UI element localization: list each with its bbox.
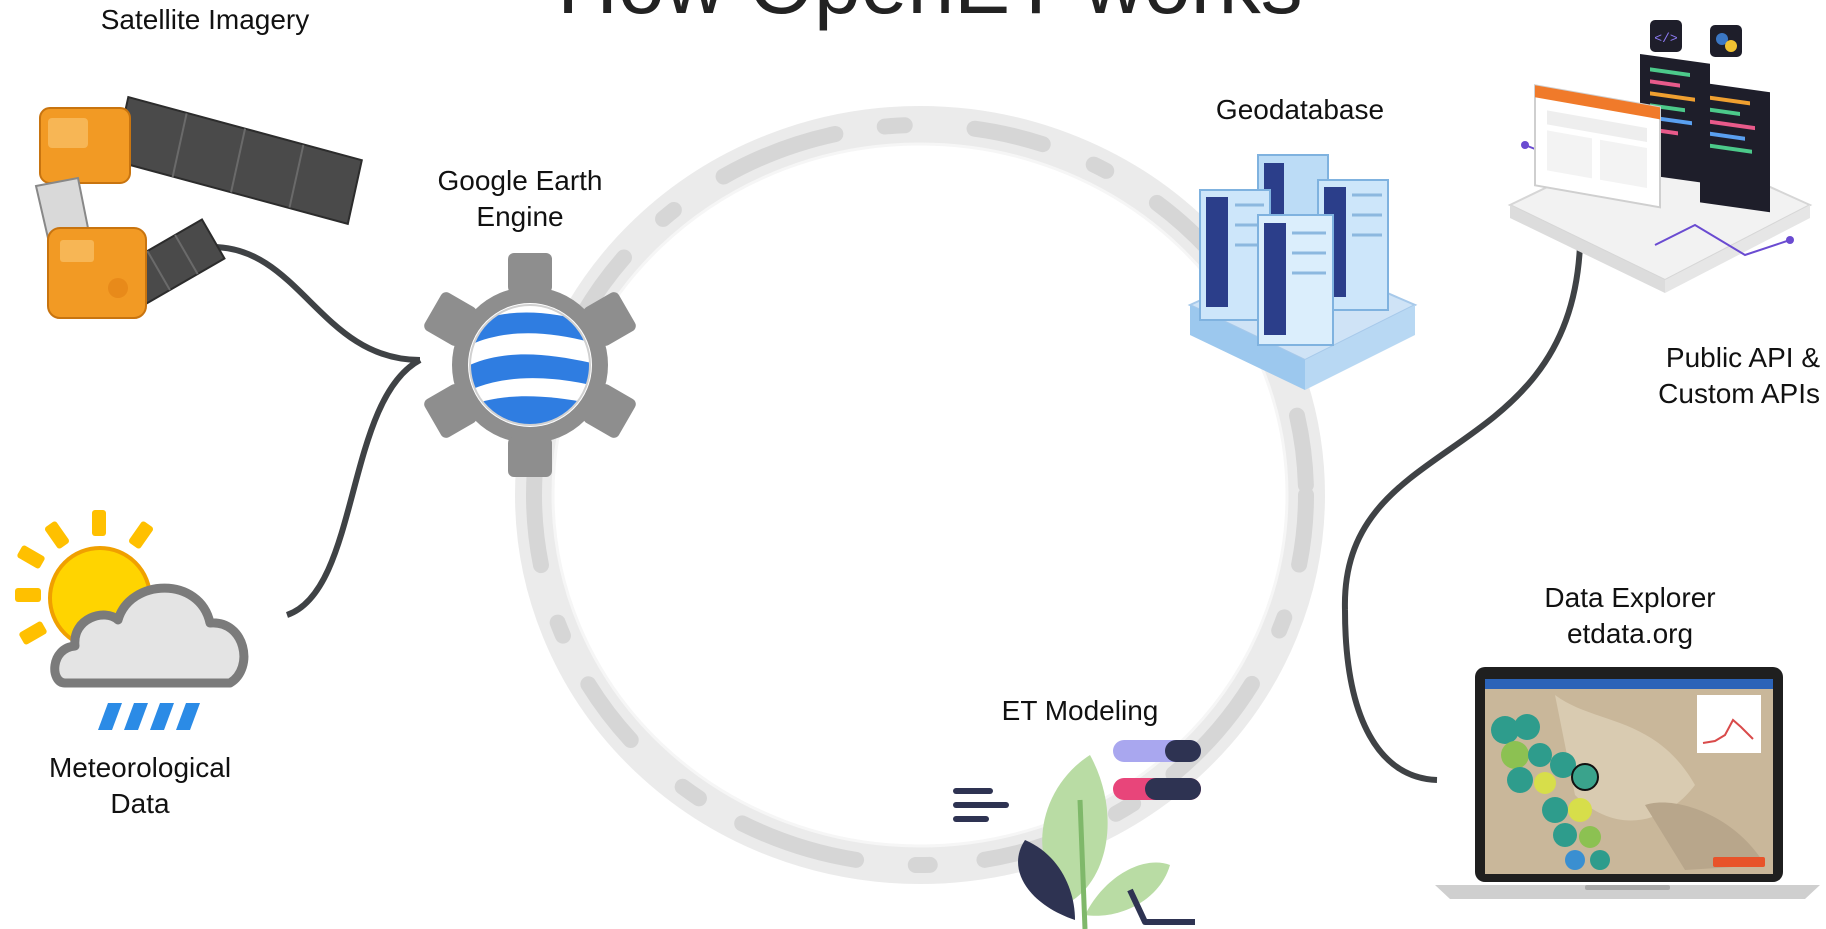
- earth-engine-label: Google Earth Engine: [395, 163, 645, 236]
- meteorological-label: Meteorological Data: [10, 750, 270, 823]
- data-explorer-label-line1: Data Explorer: [1544, 582, 1716, 613]
- diagram-title: How OpenET works: [470, 0, 1390, 26]
- earth-engine-label-line2: Engine: [476, 201, 564, 233]
- et-modeling-plant-icon: [953, 740, 1201, 929]
- api-code-windows-icon: </>: [1507, 20, 1813, 293]
- et-modeling-label: ET Modeling: [1001, 695, 1159, 726]
- meteorological-label-line1: Meteorological: [48, 752, 232, 783]
- satellite-icon: [34, 95, 363, 319]
- geodatabase-servers-icon: [1187, 154, 1418, 390]
- weather-cloud-sun-rain-icon: [15, 510, 249, 730]
- data-explorer-label: Data Explorer etdata.org: [1500, 580, 1760, 653]
- meteorological-label-line2: Data: [110, 788, 170, 820]
- code-tag-glyph: </>: [1654, 31, 1678, 46]
- connector-satellite-to-gee: [209, 243, 421, 363]
- data-explorer-laptop-icon: [1435, 667, 1820, 899]
- earth-engine-gear-icon: [424, 253, 636, 477]
- api-label: Public API & Custom APIs: [1560, 340, 1820, 413]
- connector-weather-to-gee: [285, 357, 422, 618]
- data-explorer-label-line2: etdata.org: [1566, 618, 1694, 650]
- geodatabase-label: Geodatabase: [1215, 94, 1385, 125]
- satellite-label: Satellite Imagery: [100, 4, 310, 35]
- workflow-ring-dashes: [526, 117, 1314, 873]
- connector-geodb-to-explorer: [1342, 609, 1438, 783]
- earth-engine-label-line1: Google Earth: [437, 165, 603, 196]
- api-label-line2: Custom APIs: [1658, 378, 1820, 410]
- connector-geodb-to-api: [1341, 244, 1583, 611]
- api-label-line1: Public API &: [1665, 342, 1820, 373]
- workflow-ring-inner-edge: [551, 142, 1289, 848]
